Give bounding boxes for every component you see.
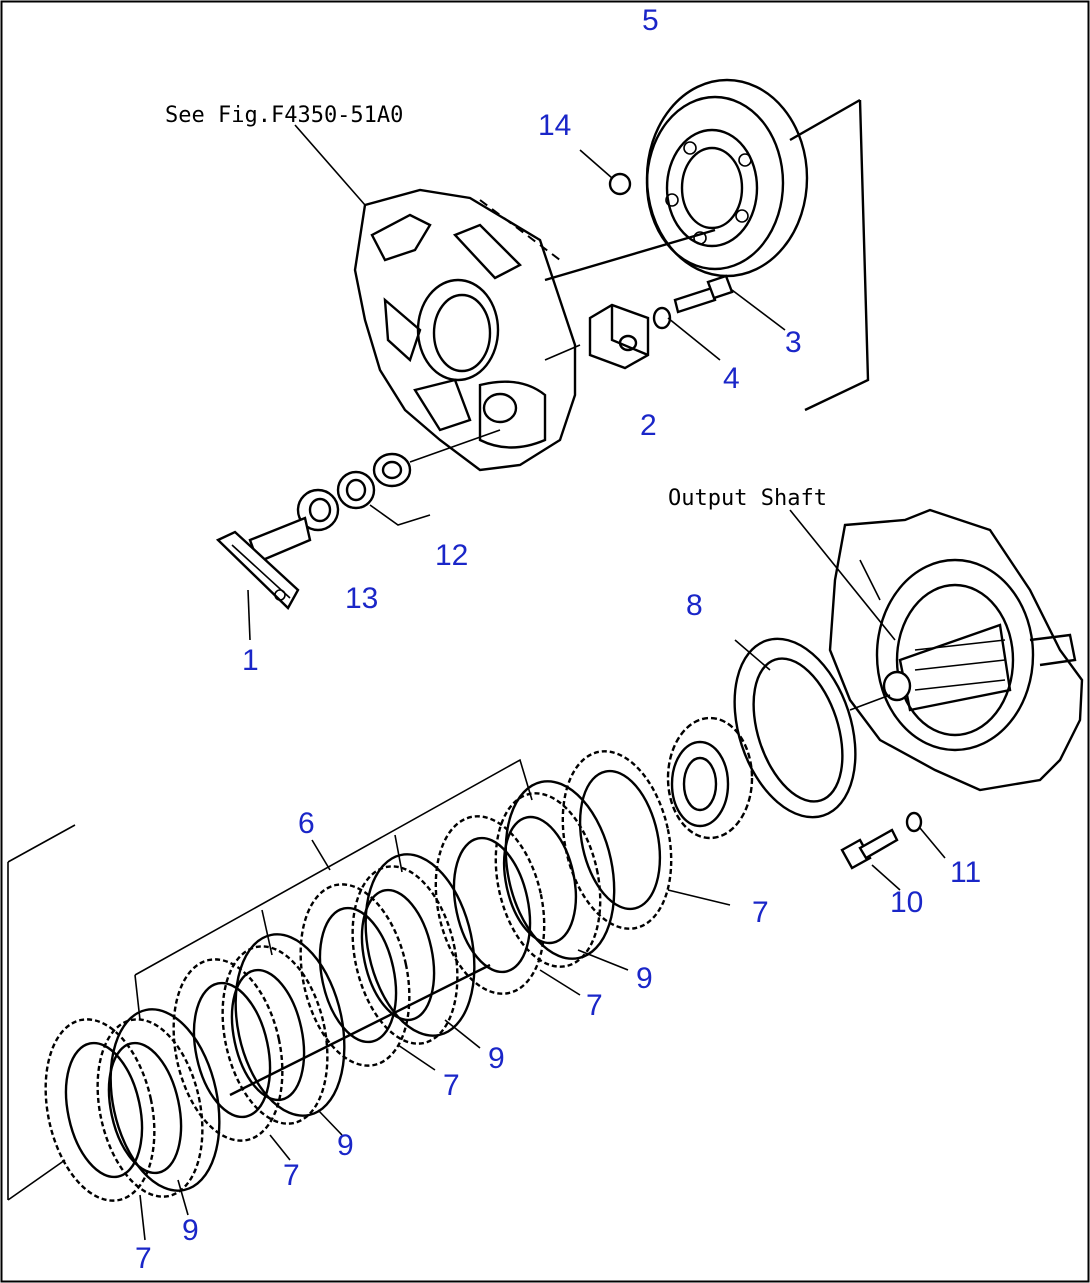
callout-4: 4 <box>723 362 740 395</box>
see-fig-leader <box>294 124 366 206</box>
callout-9-set3: 9 <box>337 1129 354 1162</box>
thrust-ring <box>733 637 891 819</box>
clutch-pack <box>7 750 731 1241</box>
washer-11 <box>905 811 923 833</box>
housing-plate <box>353 188 577 472</box>
callout-14: 14 <box>538 109 571 142</box>
callout-6: 6 <box>298 807 315 840</box>
output-housing <box>789 508 1084 792</box>
callout-1: 1 <box>242 644 259 677</box>
callout-5: 5 <box>642 4 659 37</box>
see-fig-note: See Fig.F4350-51A0 <box>165 103 403 128</box>
callout-10: 10 <box>890 886 923 919</box>
callout-2: 2 <box>640 409 657 442</box>
callout-9-set2: 9 <box>488 1042 505 1075</box>
callout-7-set1: 7 <box>586 989 603 1022</box>
bolt-10 <box>840 828 901 891</box>
bolt-3 <box>667 274 786 361</box>
callout-9-set1: 9 <box>636 962 653 995</box>
hub-disc <box>544 78 870 412</box>
callout-7-set2: 7 <box>443 1069 460 1102</box>
callout-3: 3 <box>785 326 802 359</box>
callout-13: 13 <box>345 582 378 615</box>
gear-hub <box>666 716 754 840</box>
output-shaft-note: Output Shaft <box>668 486 827 511</box>
washer <box>652 306 672 330</box>
callout-7-set4: 7 <box>135 1242 152 1275</box>
callout-8: 8 <box>686 589 703 622</box>
callout-11: 11 <box>950 856 981 889</box>
ball <box>608 172 632 196</box>
block <box>544 303 650 370</box>
callout-12: 12 <box>435 539 468 572</box>
callout-7-set3: 7 <box>283 1159 300 1192</box>
callout-7-rightmost: 7 <box>752 896 769 929</box>
shaft-plate <box>215 516 312 641</box>
bearing-set <box>296 429 501 532</box>
callout-9-set4: 9 <box>182 1214 199 1247</box>
